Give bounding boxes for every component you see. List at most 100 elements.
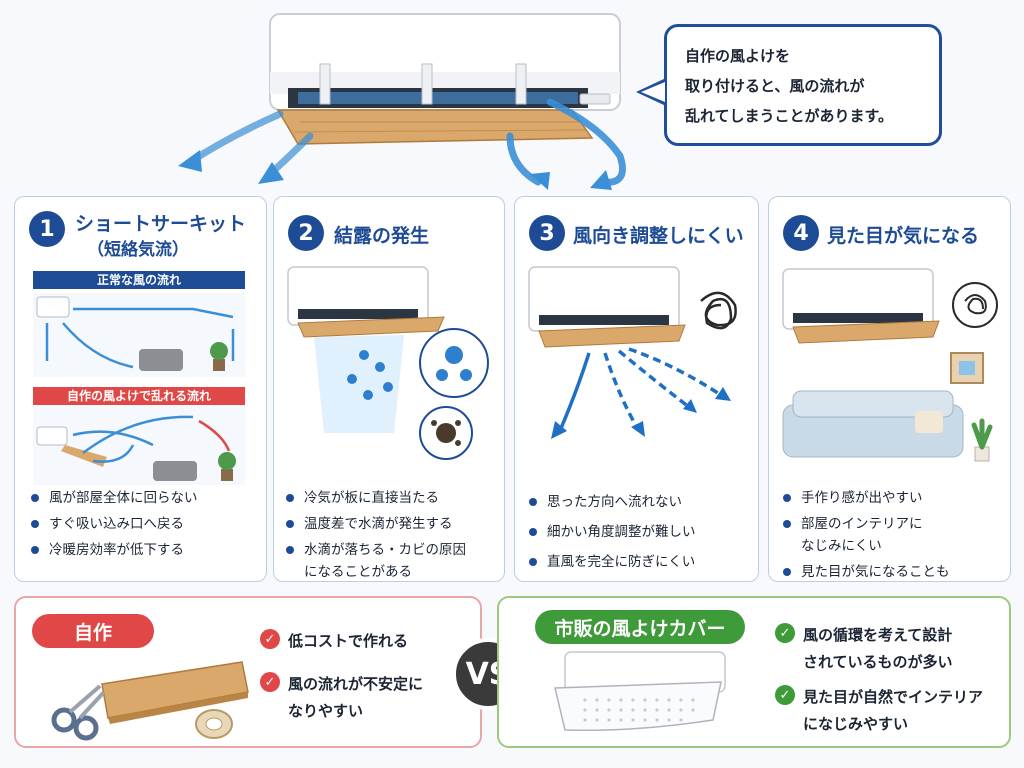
panel-bullets: 風が部屋全体に回らない すぐ吸い込み口へ戻る 冷暖房効率が低下する	[31, 487, 256, 561]
bullet-text: 部屋のインテリアに	[801, 516, 923, 532]
callout-line-1: 自作の風よけを	[685, 47, 791, 65]
bullet-text: 直風を完全に防ぎにくい	[547, 554, 696, 570]
panel-number: 1	[29, 211, 65, 247]
bullet-dot	[529, 498, 537, 506]
bullet-text: 手作り感が出やすい	[801, 490, 923, 506]
commercial-point: ✓ 見た目が自然でインテリア になじみやすい	[775, 684, 1007, 738]
bullet-continuation: になることがある	[304, 564, 412, 580]
plant-icon	[210, 342, 228, 371]
bullet-item: 手作り感が出やすい	[783, 487, 1005, 509]
plant-icon	[218, 452, 236, 481]
bullet-item: 思った方向へ流れない	[529, 487, 751, 517]
bullet-dot	[286, 520, 294, 528]
bullet-item: 部屋のインテリアに	[783, 513, 1005, 535]
bullet-dot	[31, 494, 39, 502]
bullet-item: 細かい角度調整が難しい	[529, 517, 751, 547]
commercial-point-text: 見た目が自然でインテリア	[803, 688, 984, 706]
compare-commercial: 市販の風よけカバー ✓ 風の循環を考えて設計 されているものが多い ✓ 見た目が…	[497, 596, 1011, 748]
panel-subtitle: （短絡気流）	[87, 240, 189, 260]
airflow-direction-illustration	[528, 266, 737, 439]
bullet-item: 見た目が気になることも	[783, 561, 1005, 583]
bullet-dot	[783, 568, 791, 576]
panel-bullets: 思った方向へ流れない 細かい角度調整が難しい 直風を完全に防ぎにくい	[529, 487, 751, 577]
check-icon: ✓	[260, 672, 280, 692]
bullet-dot	[286, 546, 294, 554]
air-conditioner-icon	[36, 296, 70, 318]
bullet-dot	[529, 558, 537, 566]
bullet-text: 水滴が落ちる・カビの原因	[304, 542, 466, 558]
bullet-continuation: なじみにくい	[801, 538, 882, 554]
commercial-label: 市販の風よけカバー	[535, 610, 745, 644]
panel-short-circuit: 1 ショートサーキット （短絡気流） 正常な風の流れ 自作の風よけで乱れる流れ …	[14, 196, 267, 582]
bullet-dot	[31, 520, 39, 528]
wood-board-icon	[276, 109, 594, 145]
panel-airflow-control: 3 風向き調整しにくい 思った方向へ流れない 細かい角度調整が難しい 直風を完全…	[514, 196, 759, 582]
bullet-dot	[783, 520, 791, 528]
diy-point-text: なりやすい	[288, 702, 364, 720]
callout-tail-inner	[641, 82, 665, 102]
bullet-text: 風が部屋全体に回らない	[49, 490, 198, 506]
normal-flow-illustration	[33, 293, 245, 377]
check-icon: ✓	[775, 685, 795, 705]
bullet-item: 水滴が落ちる・カビの原因	[286, 539, 501, 561]
condensation-illustration	[287, 266, 489, 460]
bullet-text: 細かい角度調整が難しい	[547, 524, 696, 540]
wood-board-icon	[792, 320, 940, 344]
diy-tools-illustration	[51, 661, 249, 741]
bullet-dot	[31, 546, 39, 554]
tape-icon	[195, 709, 233, 739]
panel-title: 見た目が気になる	[827, 225, 980, 247]
hero-illustration	[178, 13, 626, 190]
diy-label: 自作	[32, 614, 154, 648]
panel-number: 2	[288, 215, 324, 251]
commercial-point: ✓ 風の循環を考えて設計 されているものが多い	[775, 622, 1007, 676]
bullet-item: 直風を完全に防ぎにくい	[529, 547, 751, 577]
diy-points: ✓ 低コストで作れる ✓ 風の流れが不安定に なりやすい	[260, 628, 470, 725]
callout-line-3: 乱れてしまうことがあります。	[685, 107, 894, 125]
bullet-text: すぐ吸い込み口へ戻る	[49, 516, 184, 532]
compare-diy: 自作 ✓ 低コストで作れる ✓ 風の流れが不安定に なりやすい	[14, 596, 482, 748]
bullet-item: 温度差で水滴が発生する	[286, 513, 501, 535]
diy-point: ✓ 風の流れが不安定に なりやすい	[260, 671, 470, 725]
picture-frame-icon	[950, 352, 984, 384]
bullet-dot	[529, 528, 537, 536]
panel-title: 結露の発生	[334, 225, 430, 247]
scissors-icon	[51, 684, 106, 741]
wood-board-icon	[297, 316, 445, 338]
panel-title: ショートサーキット	[75, 213, 247, 235]
wind-cover-icon	[554, 681, 722, 732]
panel-appearance: 4 見た目が気になる 手作り感が出やすい 部屋のインテリアに なじみにくい 見た…	[768, 196, 1011, 582]
diy-point-text: 低コストで作れる	[288, 632, 409, 650]
diy-point-text: 風の流れが不安定に	[288, 675, 424, 693]
panel-title: 風向き調整しにくい	[573, 225, 744, 247]
wood-board-icon	[538, 324, 686, 348]
check-icon: ✓	[775, 623, 795, 643]
bullet-text: 見た目が気になることも	[801, 564, 950, 580]
diy-point: ✓ 低コストで作れる	[260, 628, 470, 655]
bullet-item: すぐ吸い込み口へ戻る	[31, 513, 256, 535]
bullet-item: 冷気が板に直接当たる	[286, 487, 501, 509]
disturbed-flow-illustration	[33, 405, 245, 485]
water-drop-icon	[436, 346, 472, 381]
sofa-icon	[139, 349, 183, 371]
tangle-icon	[964, 294, 987, 315]
banner-disturbed-flow: 自作の風よけで乱れる流れ	[33, 387, 245, 405]
panel-bullets: 冷気が板に直接当たる 温度差で水滴が発生する 水滴が落ちる・カビの原因 になるこ…	[286, 487, 501, 583]
air-conditioner-icon	[36, 426, 68, 446]
bullet-text: 温度差で水滴が発生する	[304, 516, 453, 532]
bullet-text: 冷気が板に直接当たる	[304, 490, 439, 506]
airflow-arrow-icon	[557, 347, 722, 434]
sofa-icon	[153, 461, 197, 481]
bullet-text: 思った方向へ流れない	[547, 494, 682, 510]
commercial-point-text: になじみやすい	[803, 715, 909, 733]
bullet-dot	[783, 494, 791, 502]
check-icon: ✓	[260, 629, 280, 649]
callout-bubble: 自作の風よけを 取り付けると、風の流れが 乱れてしまうことがあります。	[664, 24, 942, 146]
bullet-dot	[286, 494, 294, 502]
commercial-point-text: されているものが多い	[803, 653, 953, 671]
bullet-text: 冷暖房効率が低下する	[49, 542, 184, 558]
bullet-item: 風が部屋全体に回らない	[31, 487, 256, 509]
panel-number: 3	[529, 215, 565, 251]
panel-condensation: 2 結露の発生 冷気が板に直接当たる 温度差で水滴が発生する 水滴が落ちる・カビ…	[273, 196, 505, 582]
sofa-icon	[782, 390, 964, 458]
